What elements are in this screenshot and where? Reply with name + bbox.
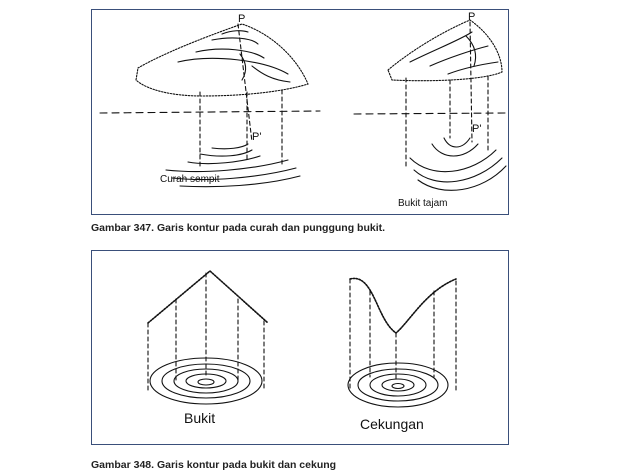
figure-347-caption: Gambar 347. Garis kontur pada curah dan … bbox=[91, 222, 386, 234]
figure-347-frame: P P' Curah sempit P P' Bukit tajam bbox=[91, 9, 509, 215]
bukit-profile bbox=[147, 269, 269, 392]
cekungan-contours bbox=[347, 362, 449, 408]
cekungan-profile bbox=[349, 277, 457, 392]
figure-348-caption: Gambar 348. Garis kontur pada bukit dan … bbox=[91, 459, 337, 471]
curah-contours bbox=[165, 143, 301, 188]
bukit-tajam-surface bbox=[387, 19, 503, 82]
left-peak-label: P bbox=[238, 13, 245, 25]
right-peak-label: P bbox=[468, 11, 475, 23]
left-projection-label: P' bbox=[252, 131, 261, 143]
plane-line-right bbox=[353, 112, 507, 115]
bukit-tajam-contours bbox=[409, 137, 507, 191]
bukit-contours bbox=[149, 357, 263, 405]
figure-348-frame: Bukit Cekungan bbox=[91, 250, 509, 445]
figure-348-drawing: Bukit Cekungan bbox=[147, 269, 457, 432]
plane-line-left bbox=[99, 110, 321, 114]
curah-surface bbox=[135, 23, 309, 97]
right-figure-name: Bukit tajam bbox=[398, 198, 447, 209]
bukit-label: Bukit bbox=[184, 410, 215, 426]
right-projection-label: P' bbox=[472, 123, 481, 135]
figure-347-drawing: P P' Curah sempit P P' Bukit tajam bbox=[99, 11, 507, 209]
left-figure-name: Curah sempit bbox=[160, 174, 220, 185]
curah-projection-lines bbox=[199, 23, 283, 169]
bukit-tajam-projection-lines bbox=[405, 21, 489, 167]
cekungan-label: Cekungan bbox=[360, 416, 424, 432]
